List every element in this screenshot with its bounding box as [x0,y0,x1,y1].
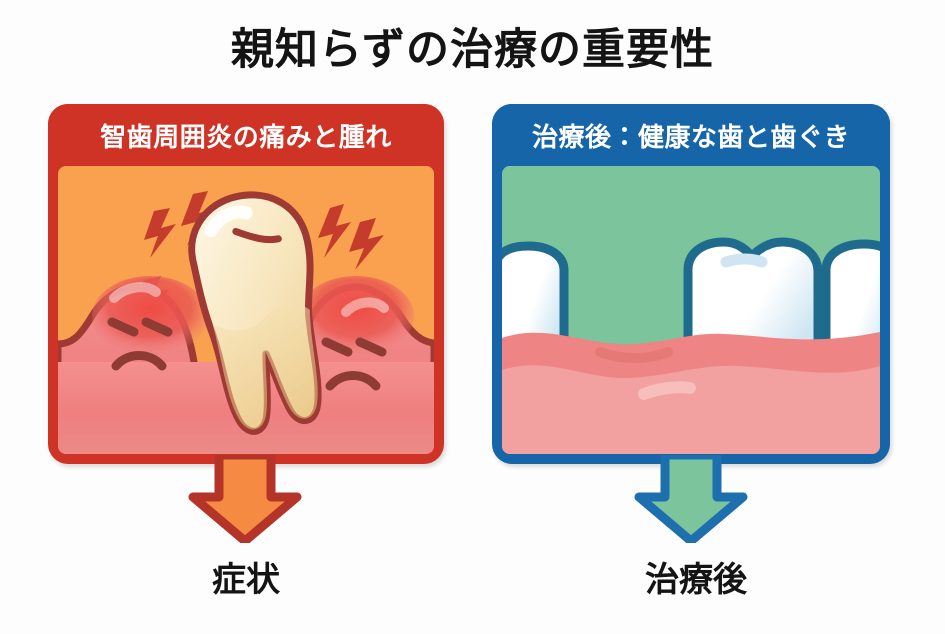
symptom-caption: 症状 [212,561,280,599]
symptom-panel-header: 智歯周囲炎の痛みと腫れ [48,104,444,166]
treated-panel: 治療後：健康な歯と歯ぐき [492,104,890,464]
symptom-panel: 智歯周囲炎の痛みと腫れ [48,104,444,464]
treated-arrow-down-icon [627,455,755,543]
angry-face-right [321,337,387,391]
impacted-tooth [188,191,322,435]
symptom-arrow-down-icon [181,455,309,543]
treated-panel-header: 治療後：健康な歯と歯ぐき [492,104,890,166]
page-title: 親知らずの治療の重要性 [230,26,715,74]
impacted-wisdom-tooth-illustration [58,166,434,454]
treated-caption: 治療後 [645,561,747,599]
symptom-panel-body [58,166,434,454]
treated-panel-body [502,166,880,454]
healthy-teeth-illustration [502,166,880,454]
angry-face-left [107,317,173,371]
